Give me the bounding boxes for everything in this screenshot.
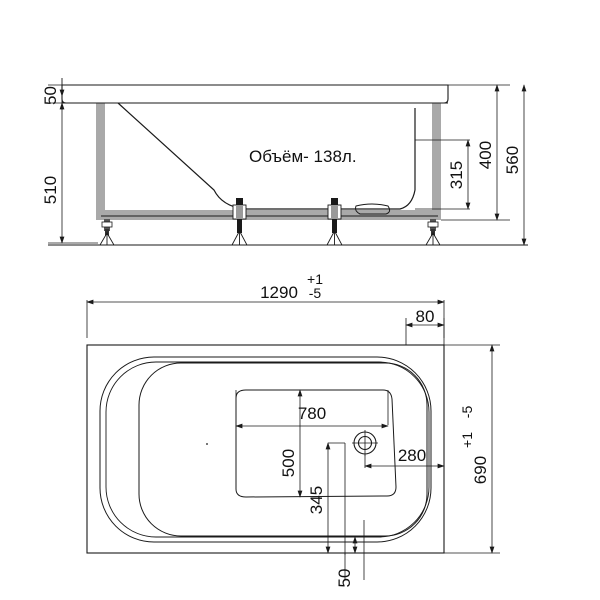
dim-overall-length-tol-upper: +1 [307,271,323,287]
plan-outer-rect [86,344,445,554]
plan-rim-inner [99,356,432,543]
plan-drain-offset-y-dim [325,442,346,555]
dim-body-height: 510 [41,176,60,204]
dim-overall-height: 560 [503,146,522,174]
elevation-view: 50 510 315 400 560 Объём- 138л. [41,78,528,246]
volume-annotation: Объём- 138л. [249,147,357,166]
support-legs [99,198,441,246]
plan-view: 1290 +1 -5 80 690 +1 -5 780 [86,271,500,588]
support-leg-4 [425,219,441,246]
dim-overall-length-tol-lower: -5 [309,285,322,301]
elevation-left-dims [48,78,98,244]
support-leg-2 [231,198,248,246]
plan-bottom-offset-dim [344,520,365,580]
plan-right-dims [444,344,500,554]
plan-seat-length-dim [235,390,389,429]
dim-overall-length: 1290 [260,283,298,302]
tub-bowl-profile [117,102,416,210]
dim-inner-depth: 315 [447,161,466,189]
dim-seat-width: 500 [279,449,298,477]
tub-rim [61,84,449,104]
overflow-outlet [355,203,391,215]
plan-bowl-top [105,361,430,538]
dim-drain-offset-y: 345 [307,486,326,514]
elevation-frame-posts [96,103,441,210]
dim-rim-thickness: 50 [41,86,60,105]
elevation-right-dims [415,84,528,246]
dim-rim-offset: 80 [416,307,435,326]
plan-bowl-wall [138,362,428,537]
plan-center-mark [206,443,208,445]
dim-drain-offset-x: 280 [398,446,426,465]
plan-top-dims [86,299,445,345]
plan-drain-offset-x-dim [364,345,445,469]
dim-bottom-offset: 50 [335,569,354,588]
drain-hole [352,430,378,456]
support-leg-3 [326,198,343,246]
elevation-frame-rail [96,210,441,220]
dim-overall-width-tol-upper: +1 [459,432,475,448]
plan-bottom-pan [235,389,397,498]
dim-overall-width: 690 [471,456,490,484]
dim-overall-width-tol-lower: -5 [459,406,475,419]
dim-bowl-height: 400 [476,141,495,169]
dim-seat-length: 780 [298,404,326,423]
support-leg-1 [99,219,115,246]
